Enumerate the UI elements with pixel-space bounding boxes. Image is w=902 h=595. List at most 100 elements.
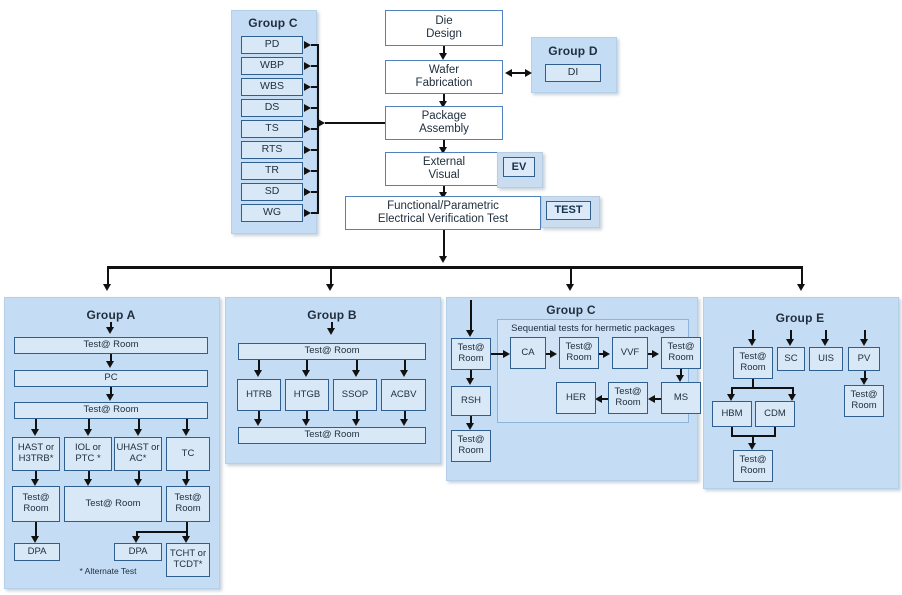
group-a-test-room-mid[interactable]: Test@ Room	[64, 486, 162, 522]
external-visual-box[interactable]: External Visual	[385, 152, 503, 186]
ev-badge[interactable]: EV	[503, 157, 535, 177]
group-a-test-room-left[interactable]: Test@ Room	[12, 486, 60, 522]
bus-drop-group-c-arrow	[566, 284, 574, 291]
group-c-vvf-to-tr-line	[648, 353, 654, 355]
group-e-esd-result-box[interactable]: Test@ Room	[733, 450, 773, 482]
group-c-seq-test-room-1[interactable]: Test@ Room	[559, 337, 599, 369]
group-c-vvf-label: VVF	[620, 346, 640, 358]
group-e-pv-arrow	[860, 378, 868, 385]
group-e-cdm-label: CDM	[764, 407, 786, 419]
group-e-test-room-top[interactable]: Test@ Room	[733, 347, 773, 379]
group-e-cdm-box[interactable]: CDM	[755, 401, 795, 427]
group-b-htgb-box[interactable]: HTGB	[285, 379, 329, 411]
group-c-item-ds[interactable]: DS	[241, 99, 303, 117]
group-a-drop-8-arrow	[182, 479, 190, 486]
group-a-test-room-mid-label: Test@ Room	[85, 497, 141, 509]
group-c-left-line-1	[470, 370, 472, 380]
group-c-item-ts[interactable]: TS	[241, 120, 303, 138]
group-c-rsh-box[interactable]: RSH	[451, 386, 491, 416]
group-c-seq-test-room-2[interactable]: Test@ Room	[661, 337, 701, 369]
group-a-test-room-2[interactable]: Test@ Room	[14, 402, 208, 419]
group-c-ms-to-tr-line	[652, 398, 661, 400]
group-e-sc-box[interactable]: SC	[777, 347, 805, 371]
wafer-groupd-line	[510, 72, 528, 74]
wafer-fabrication-box[interactable]: Wafer Fabrication	[385, 60, 503, 94]
group-e-merge-right	[774, 427, 776, 436]
group-a-test-room-right-line1: Test@	[174, 492, 202, 504]
group-e-merge-arrow	[748, 443, 756, 450]
group-c-seq-test-room-1-line2: Room	[566, 352, 592, 363]
die-design-line2: Design	[426, 28, 462, 40]
group-c-item-pd[interactable]: PD	[241, 36, 303, 54]
group-e-drop-2-arrow	[786, 339, 794, 346]
group-b-htrb-box[interactable]: HTRB	[237, 379, 281, 411]
group-c-item-wbp[interactable]: WBP	[241, 57, 303, 75]
group-e-sc-label: SC	[784, 352, 798, 364]
group-a-uhast-box[interactable]: UHAST or AC*	[114, 437, 162, 471]
group-a-drop-6	[88, 471, 90, 481]
group-a-tc-box[interactable]: TC	[166, 437, 210, 471]
group-b-acbv-label: ACBV	[390, 388, 417, 400]
group-c-vvf-to-tr-arrow	[652, 350, 659, 358]
group-a-test-room-right[interactable]: Test@ Room	[166, 486, 210, 522]
group-d-item-di[interactable]: DI	[545, 64, 601, 82]
group-a-drop-4	[186, 419, 188, 431]
group-c-tr-to-ms-arrow	[676, 375, 684, 382]
group-b-drop-7	[356, 411, 358, 421]
package-assembly-box[interactable]: Package Assembly	[385, 106, 503, 140]
group-a-dpa-left-box[interactable]: DPA	[14, 543, 60, 561]
group-c-item-wg[interactable]: WG	[241, 204, 303, 222]
group-e-drop-4	[864, 330, 866, 341]
group-b-drop-6	[306, 411, 308, 421]
group-b-test-room-bottom[interactable]: Test@ Room	[238, 427, 426, 444]
group-c-test-room-2[interactable]: Test@ Room	[451, 430, 491, 462]
die-design-box[interactable]: Die Design	[385, 10, 503, 46]
group-c-item-wbs[interactable]: WBS	[241, 78, 303, 96]
group-a-iol-box[interactable]: IOL or PTC *	[64, 437, 112, 471]
group-c-to-ca-line	[491, 353, 505, 355]
bus-drop-group-a-arrow	[103, 284, 111, 291]
group-b-test-room-top[interactable]: Test@ Room	[238, 343, 426, 360]
group-b-drop-8	[404, 411, 406, 421]
group-c-ms-box[interactable]: MS	[661, 382, 701, 414]
group-a-tcht-box[interactable]: TCHT or TCDT*	[166, 543, 210, 577]
group-a-arrow-1	[106, 361, 114, 368]
group-a-test-room-1[interactable]: Test@ Room	[14, 337, 208, 354]
group-a-dpa-mid-box[interactable]: DPA	[114, 543, 162, 561]
feeder-tr	[311, 170, 318, 172]
group-b-test-room-bottom-label: Test@ Room	[304, 429, 360, 441]
group-a-uhast-line2: AC*	[129, 453, 147, 464]
group-c-item-tr[interactable]: TR	[241, 162, 303, 180]
package-to-external-line	[443, 140, 445, 150]
group-c-vvf-box[interactable]: VVF	[612, 337, 648, 369]
test-badge[interactable]: TEST	[546, 201, 591, 220]
group-a-pc-box[interactable]: PC	[14, 370, 208, 387]
group-c-item-rts[interactable]: RTS	[241, 141, 303, 159]
group-b-drop-5	[258, 411, 260, 421]
group-a-test-room-1-label: Test@ Room	[83, 339, 139, 351]
group-c-item-sd[interactable]: SD	[241, 183, 303, 201]
group-e-pv-result-box[interactable]: Test@ Room	[844, 385, 884, 417]
group-c-ca-box[interactable]: CA	[510, 337, 546, 369]
group-c-her-box[interactable]: HER	[556, 382, 596, 414]
group-c-item-ds-label: DS	[264, 101, 280, 114]
group-c-test-room-1[interactable]: Test@ Room	[451, 338, 491, 370]
group-b-htgb-label: HTGB	[293, 388, 321, 400]
group-a-hast-box[interactable]: HAST or H3TRB*	[12, 437, 60, 471]
group-e-drop-4-arrow	[860, 339, 868, 346]
group-c-seq-test-room-3[interactable]: Test@ Room	[608, 382, 648, 414]
group-a-drop-6-arrow	[84, 479, 92, 486]
group-b-ssop-box[interactable]: SSOP	[333, 379, 377, 411]
group-a-hast-line2: H3TRB*	[18, 453, 54, 464]
group-e-drop-1	[752, 330, 754, 341]
group-a-drop-5-arrow	[31, 479, 39, 486]
functional-test-box[interactable]: Functional/Parametric Electrical Verific…	[345, 196, 541, 230]
group-c-seq-test-room-2-line1: Test@	[667, 341, 695, 353]
group-c-seq-test-room-3-line2: Room	[615, 397, 641, 408]
group-c-tr-to-vvf-line	[599, 353, 605, 355]
group-e-hbm-box[interactable]: HBM	[712, 401, 752, 427]
group-b-acbv-box[interactable]: ACBV	[381, 379, 426, 411]
ev-badge-label: EV	[511, 160, 527, 173]
group-e-uis-box[interactable]: UIS	[809, 347, 843, 371]
group-e-pv-box[interactable]: PV	[848, 347, 880, 371]
